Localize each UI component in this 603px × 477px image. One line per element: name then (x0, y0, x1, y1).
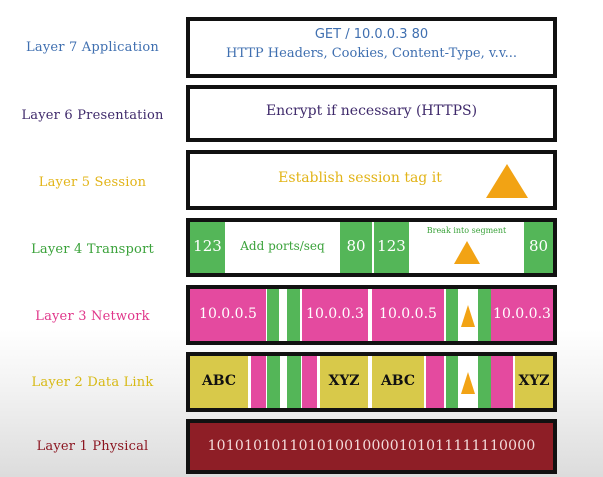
layer3-label: Layer 3 Network (35, 309, 150, 324)
packet1-src-ip: 10.0.0.5 (190, 289, 266, 341)
frame1-white (280, 356, 287, 408)
segment-tag-triangle (454, 241, 480, 264)
layer6-box: Encrypt if necessary (HTTPS) (186, 85, 557, 142)
packet2-src-ip: 10.0.0.5 (372, 289, 444, 341)
packet1-green-a (267, 289, 279, 341)
segment2-payload: Break into segment (409, 222, 524, 273)
layer7-line2: HTTP Headers, Cookies, Content-Type, v.v… (225, 46, 518, 61)
layer2-box: ABC XYZ ABC XYZ (186, 352, 557, 412)
packet1-green-b (287, 289, 300, 341)
frame1-src-mac: ABC (190, 356, 248, 408)
layer4-label: Layer 4 Transport (31, 242, 154, 257)
layer1-label: Layer 1 Physical (36, 439, 149, 454)
layer7-box: GET / 10.0.0.3 80 HTTP Headers, Cookies,… (186, 17, 557, 78)
layer4-box: 123 Add ports/seq 80 123 Break into segm… (186, 218, 557, 277)
layer7-label: Layer 7 Application (26, 40, 159, 55)
session-tag-triangle (486, 164, 528, 198)
layer7-line1: GET / 10.0.0.3 80 (314, 27, 429, 42)
frame-tag-triangle (461, 372, 475, 394)
layer5-label: Layer 5 Session (38, 175, 147, 190)
segment1-dst-port: 80 (340, 222, 372, 273)
packet1-dst-ip: 10.0.0.3 (302, 289, 368, 341)
frame2-pink-b (491, 356, 513, 408)
frame1-pink-a (251, 356, 266, 408)
layer5-box: Establish session tag it (186, 150, 557, 210)
layer3-box: 10.0.0.5 10.0.0.3 10.0.0.5 10.0.0.3 (186, 285, 557, 345)
layer6-text: Encrypt if necessary (HTTPS) (265, 103, 478, 119)
packet2-dst-ip: 10.0.0.3 (491, 289, 553, 341)
frame2-dst-mac: XYZ (515, 356, 553, 408)
frame2-pink-a (426, 356, 444, 408)
frame2-green-a (446, 356, 458, 408)
packet2-green-b (478, 289, 491, 341)
layer1-box: 101010101101010010000101011111110000 (186, 419, 557, 474)
layer2-label: Layer 2 Data Link (31, 375, 154, 390)
frame2-white (458, 356, 478, 408)
frame1-green-a (267, 356, 280, 408)
segment1-src-port: 123 (190, 222, 225, 273)
frame1-pink-b (302, 356, 317, 408)
segment-note: Break into segment (426, 226, 507, 235)
packet2-white (458, 289, 478, 341)
frame2-green-b (478, 356, 491, 408)
frame2-src-mac: ABC (372, 356, 424, 408)
layer6-label: Layer 6 Presentation (21, 108, 164, 123)
frame1-green-b (287, 356, 301, 408)
segment2-src-port: 123 (374, 222, 409, 273)
frame1-dst-mac: XYZ (320, 356, 368, 408)
layer1-bits: 101010101101010010000101011111110000 (207, 438, 536, 454)
segment1-payload: Add ports/seq (225, 222, 340, 273)
layer5-text: Establish session tag it (278, 170, 442, 186)
packet2-green-a (446, 289, 458, 341)
segment2-dst-port: 80 (524, 222, 553, 273)
packet-tag-triangle (461, 305, 475, 327)
packet1-white (279, 289, 287, 341)
